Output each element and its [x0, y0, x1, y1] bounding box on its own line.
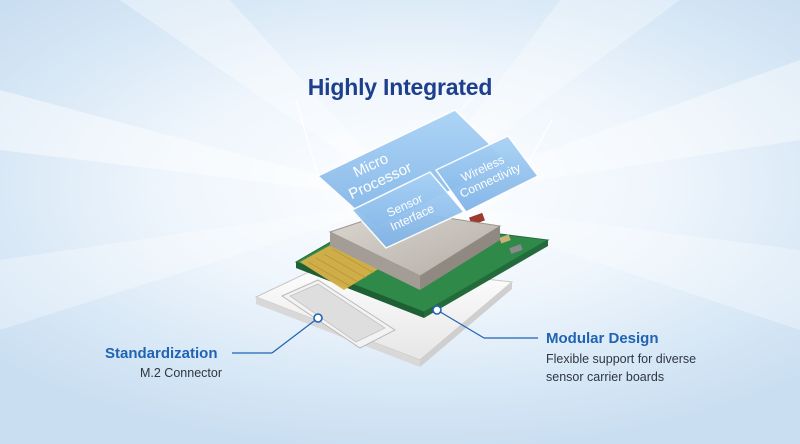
- standardization-text: M.2 Connector: [140, 366, 222, 380]
- callout-standardization-leader: [232, 313, 323, 354]
- callout-modular-design-leader: [432, 305, 538, 339]
- modular-design-text-line-2: sensor carrier boards: [546, 370, 665, 384]
- modular-design-heading: Modular Design: [546, 330, 659, 347]
- modular-design-text-line-1: Flexible support for diverse: [546, 352, 697, 366]
- diagram-title: Highly Integrated: [307, 74, 493, 100]
- block-sensor-interface: Sensor Interface: [350, 171, 466, 249]
- standardization-heading: Standardization: [105, 345, 218, 362]
- function-blocks: Micro Processor Sensor Interface Wireles…: [316, 109, 540, 249]
- m2-gold-contacts: [300, 242, 380, 290]
